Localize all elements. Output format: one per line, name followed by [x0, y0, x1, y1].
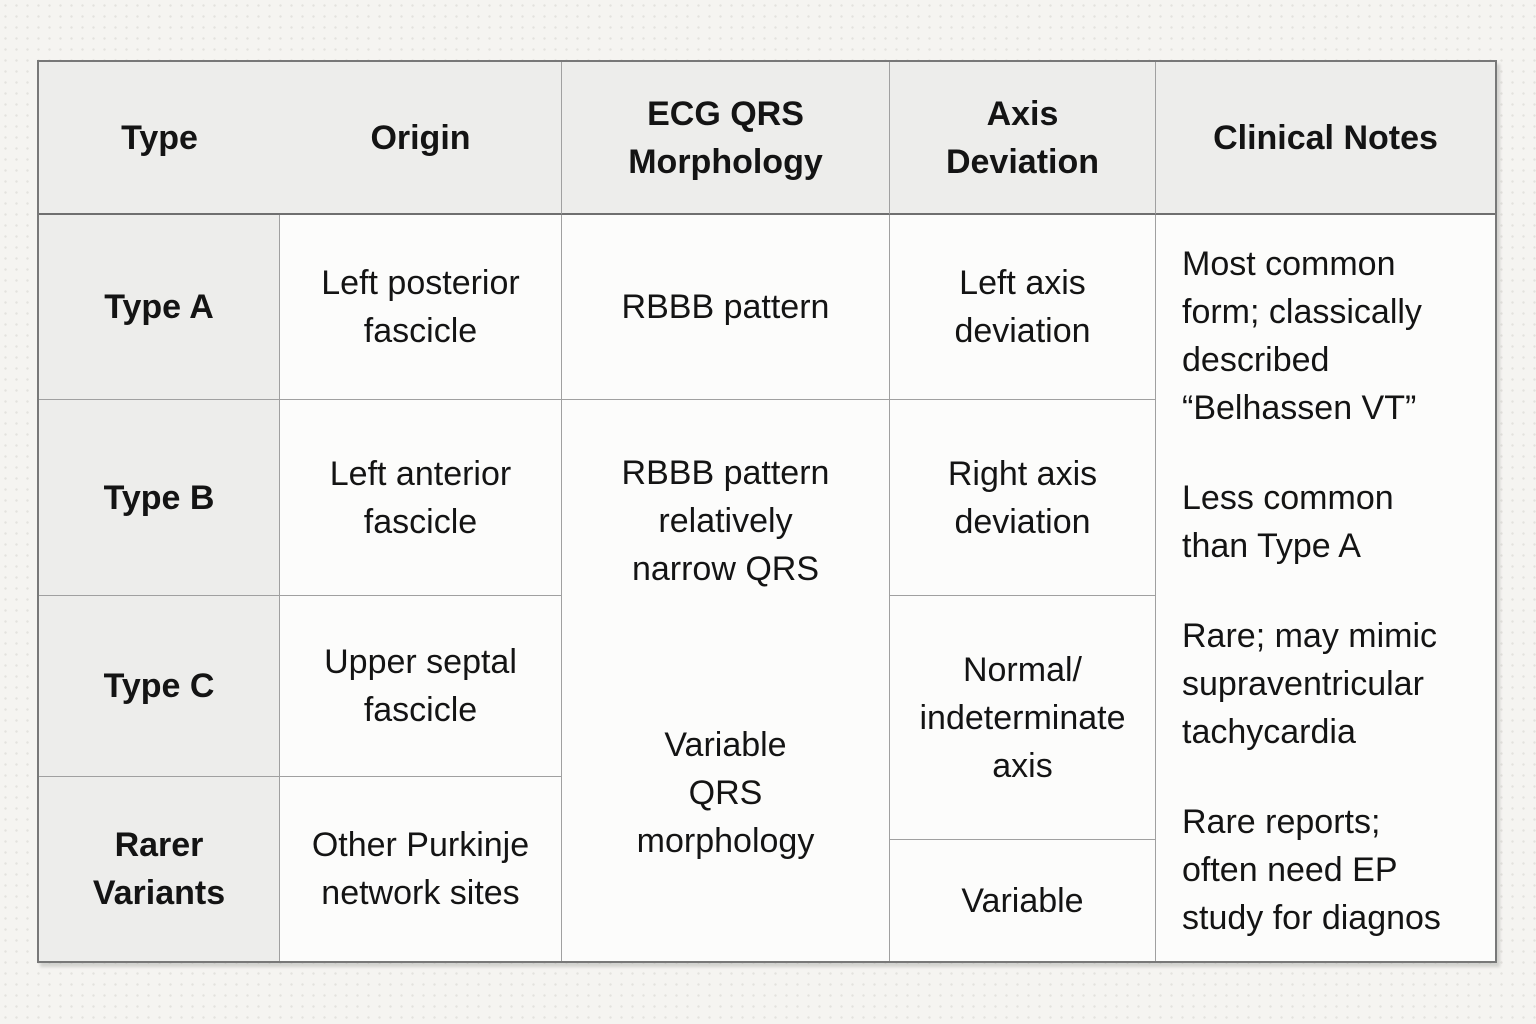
cell-axis-rarer-variants: Variable — [890, 840, 1156, 961]
cell-origin-type-b: Left anterior fascicle — [280, 400, 562, 596]
header-origin: Origin — [370, 118, 471, 157]
header-ecg-qrs-morphology: ECG QRS Morphology — [562, 62, 890, 215]
note-paragraph-type-a: Most common form; classically described … — [1182, 245, 1422, 427]
header-type: Type — [121, 118, 198, 157]
cell-ecg-merged: RBBB pattern relatively narrow QRS Varia… — [562, 400, 890, 961]
cell-clinical-notes: Most common form; classically described … — [1156, 215, 1495, 961]
cell-origin-type-a: Left posterior fascicle — [280, 215, 562, 400]
cell-origin-type-c: Upper septal fascicle — [280, 596, 562, 777]
cell-type-rarer-variants: Rarer Variants — [39, 777, 280, 961]
cell-axis-type-b: Right axis deviation — [890, 400, 1156, 596]
note-paragraph-rarer-variants: Rare reports; often need EP study for di… — [1182, 803, 1441, 937]
cell-type-a: Type A — [39, 215, 280, 400]
header-cell-type-origin: Type Origin — [39, 62, 562, 215]
cell-origin-rarer-variants: Other Purkinje network sites — [280, 777, 562, 961]
header-clinical-notes: Clinical Notes — [1156, 62, 1495, 215]
vt-classification-table: Type Origin ECG QRS Morphology Axis Devi… — [37, 60, 1497, 963]
ecg-variable-morphology-text: Variable QRS morphology — [636, 726, 815, 860]
cell-axis-type-a: Left axis deviation — [890, 215, 1156, 400]
header-axis-deviation: Axis Deviation — [890, 62, 1156, 215]
cell-type-c: Type C — [39, 596, 280, 777]
cell-ecg-type-a: RBBB pattern — [562, 215, 890, 400]
cell-axis-type-c: Normal/ indeterminate axis — [890, 596, 1156, 840]
note-paragraph-type-c: Rare; may mimic supraventricular tachyca… — [1182, 617, 1438, 751]
note-paragraph-type-b: Less common than Type A — [1182, 479, 1394, 565]
cell-type-b: Type B — [39, 400, 280, 596]
ecg-rbbb-narrow-text: RBBB pattern relatively narrow QRS — [621, 454, 830, 588]
